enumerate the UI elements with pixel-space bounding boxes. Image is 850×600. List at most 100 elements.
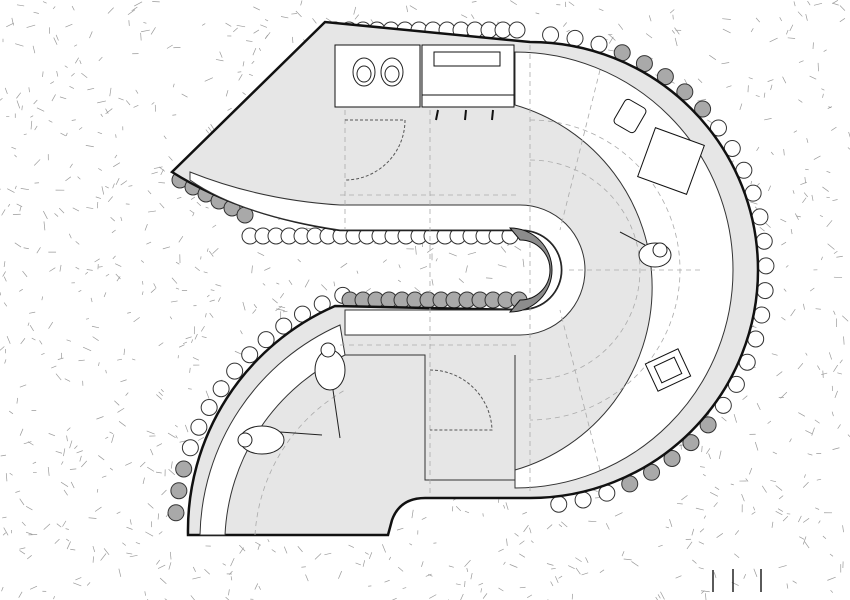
hatch-mark [29, 325, 34, 332]
hatch-mark [47, 466, 50, 476]
hatch-mark [264, 32, 271, 40]
hatch-mark [291, 13, 297, 15]
hatch-mark [756, 183, 760, 187]
hatch-mark [134, 1, 143, 7]
hatch-mark [144, 591, 146, 596]
cladding-stone [699, 416, 717, 434]
hatch-mark [29, 311, 36, 314]
hatch-mark [312, 18, 317, 24]
hatch-mark [355, 562, 362, 566]
hatch-mark [66, 538, 70, 542]
hatch-mark [721, 62, 730, 65]
hatch-mark [798, 99, 803, 103]
scale-bar-icon [712, 569, 762, 592]
hatch-mark [365, 288, 371, 293]
cladding-stone [542, 26, 560, 44]
hatch-mark [123, 348, 126, 356]
hatch-mark [20, 338, 26, 345]
hatch-mark [64, 65, 68, 68]
cladding-stone [167, 504, 185, 522]
hatch-mark [86, 269, 93, 271]
hatch-mark [733, 413, 737, 423]
hatch-mark [196, 201, 202, 207]
hatch-mark [74, 445, 78, 449]
hatch-mark [240, 330, 243, 335]
hatch-mark [230, 576, 233, 581]
hatch-mark [103, 548, 110, 556]
hatch-mark [794, 213, 799, 221]
cladding-stone [757, 257, 775, 275]
hatch-mark [792, 190, 795, 194]
hatch-mark [63, 448, 66, 457]
hatch-mark [297, 258, 301, 263]
hatch-mark [78, 127, 83, 130]
hatch-mark [192, 566, 196, 572]
hatch-mark [674, 37, 678, 47]
hatch-mark [581, 572, 589, 576]
hatch-mark [535, 12, 540, 15]
hatch-mark [713, 572, 717, 579]
hatch-mark [9, 472, 13, 476]
hatch-mark [797, 11, 803, 17]
hatch-mark [546, 563, 554, 566]
hatch-mark [58, 207, 65, 214]
hatch-mark [19, 384, 27, 388]
hatch-mark [505, 502, 509, 510]
hatch-mark [19, 428, 24, 436]
hatch-mark [756, 146, 760, 151]
cladding-stone [663, 449, 681, 467]
hatch-mark [36, 107, 45, 112]
hatch-mark [25, 506, 33, 511]
hatch-mark [798, 60, 804, 63]
hatch-mark [448, 252, 457, 257]
hatch-mark [255, 541, 262, 546]
hatch-mark [414, 287, 421, 293]
hatch-mark [135, 89, 139, 94]
hatch-mark [455, 583, 461, 586]
hatch-mark [510, 0, 517, 6]
hatch-mark [842, 315, 849, 322]
hatch-mark [739, 103, 743, 111]
hatch-mark [497, 264, 507, 268]
hatch-mark [129, 554, 138, 558]
hatch-mark [817, 365, 821, 371]
hatch-mark [42, 71, 44, 78]
hatch-mark [280, 16, 289, 19]
hatch-mark [120, 216, 123, 222]
hatch-mark [28, 87, 30, 93]
hatch-mark [781, 241, 787, 246]
counter-icon [421, 44, 515, 108]
cladding-stone [170, 482, 188, 500]
hatch-mark [69, 440, 73, 449]
hatch-mark [194, 333, 198, 340]
hatch-mark [69, 163, 73, 169]
hatch-mark [133, 317, 140, 323]
hatch-mark [798, 412, 806, 417]
hatch-mark [471, 1, 477, 3]
hatch-mark [206, 248, 209, 252]
hatch-mark [129, 519, 132, 525]
hatch-mark [258, 585, 261, 590]
hatch-mark [242, 92, 246, 95]
hatch-mark [100, 553, 107, 561]
hatch-mark [676, 503, 683, 505]
hatch-mark [75, 266, 80, 270]
hatch-mark [585, 557, 589, 563]
hatch-mark [755, 95, 760, 97]
hatch-mark [258, 47, 261, 52]
hatch-mark [215, 284, 222, 287]
hatch-mark [60, 132, 67, 137]
hatch-mark [74, 57, 79, 64]
hatch-mark [460, 593, 464, 600]
hatch-mark [675, 575, 682, 579]
hatch-mark [772, 451, 777, 455]
hatch-mark [60, 481, 69, 487]
hatch-mark [227, 107, 232, 111]
hatch-mark [807, 453, 813, 456]
hatch-mark [156, 394, 163, 400]
hatch-mark [802, 536, 807, 545]
hatch-mark [168, 468, 176, 476]
hatch-mark [174, 424, 178, 428]
hatch-mark [811, 427, 815, 436]
